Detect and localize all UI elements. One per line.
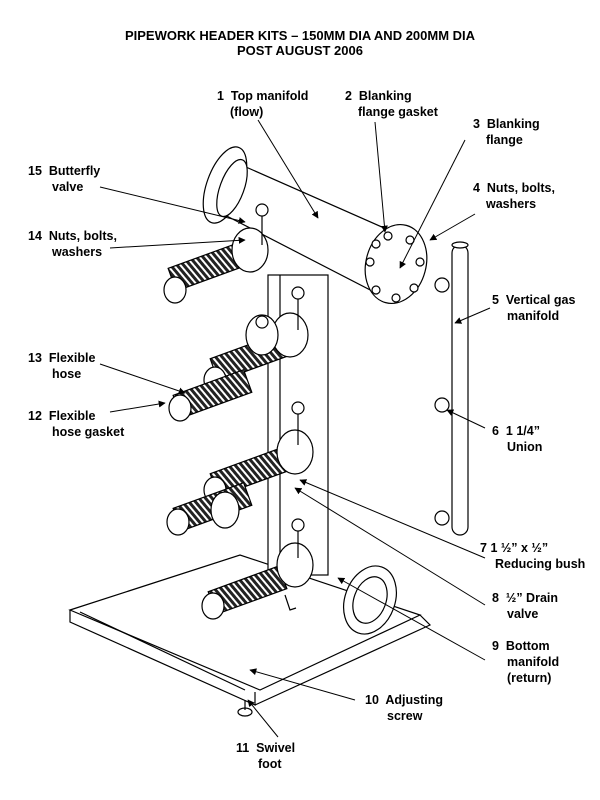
hose-assembly: [203, 401, 314, 504]
leader-7: [299, 479, 486, 559]
label-7: 7 1 ½” x ½”Reducing bush: [480, 541, 586, 571]
diagram-title: PIPEWORK HEADER KITS – 150MM DIA AND 200…: [124, 28, 476, 43]
union: [434, 397, 450, 413]
leader-lines: [99, 119, 491, 738]
label-1: 1 Top manifold(flow): [217, 89, 309, 119]
hose-assemblies: [163, 203, 314, 620]
union: [434, 277, 450, 293]
vertical-gas-manifold: [434, 241, 469, 536]
leader-4: [429, 213, 476, 241]
leader-3: [399, 139, 466, 269]
label-4: 4 Nuts, bolts,washers: [473, 181, 555, 211]
drain-valve: [284, 594, 297, 611]
leader-12: [109, 400, 166, 413]
label-14: 14 Nuts, bolts,washers: [28, 229, 117, 259]
hose-assembly: [166, 481, 253, 536]
bottom-flange: [343, 565, 397, 635]
union: [434, 510, 450, 526]
leader-11: [247, 699, 279, 738]
diagram-subtitle: POST AUGUST 2006: [237, 43, 363, 58]
hose-assembly: [168, 314, 279, 422]
leader-15: [99, 186, 246, 224]
leader-2: [374, 121, 388, 233]
blanking-flange: [364, 223, 428, 305]
leader-13: [99, 363, 186, 395]
leader-1: [257, 119, 319, 219]
frame-base: [68, 554, 432, 717]
leader-6: [446, 409, 486, 429]
leader-10: [249, 668, 356, 701]
leader-14: [109, 236, 246, 249]
hose-assembly: [201, 518, 314, 620]
leader-8: [294, 487, 486, 606]
leader-9: [337, 577, 486, 661]
leader-5: [454, 307, 491, 324]
label-6: 6 1 1/4”Union: [492, 424, 543, 454]
